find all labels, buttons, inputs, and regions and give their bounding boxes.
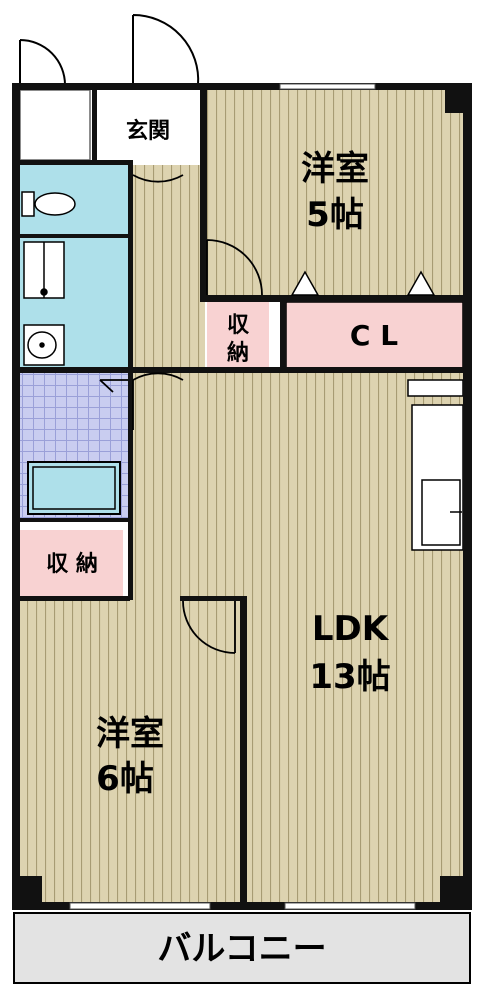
western-room-6-label: 洋室: [96, 714, 164, 754]
walls: [12, 83, 472, 910]
closet-area: [285, 301, 464, 369]
bathtub-inner: [32, 466, 116, 510]
entrance-label: 玄関: [126, 118, 170, 144]
entrance-floor: [92, 90, 205, 165]
balcony-area: [13, 912, 471, 984]
storage-left-label: 収 納: [46, 551, 98, 577]
ldk-size: 13帖: [309, 657, 390, 697]
windows: [69, 83, 416, 910]
ldk-label: LDK: [312, 609, 390, 649]
storage-left-area: [20, 530, 123, 598]
corridor-floor: [130, 165, 205, 370]
shower-icon: [23, 241, 65, 299]
storage-small-area: [207, 302, 269, 368]
western-room-6-size: 6帖: [96, 759, 154, 799]
closet-door-marks: [290, 270, 436, 296]
storage-small-label-top: 収: [227, 313, 250, 338]
exterior-doors: [19, 13, 200, 86]
toilet-icon: [21, 191, 76, 217]
genkan-box: [19, 89, 91, 161]
closet-label: C L: [350, 319, 398, 352]
storage-small-label-bottom: 納: [227, 340, 249, 366]
western-room-5-label: 洋室: [301, 149, 369, 189]
door-swings: [99, 174, 263, 654]
western-room-5-size: 5帖: [306, 195, 364, 235]
kitchen-top: [407, 379, 464, 397]
balcony-label: バルコニー: [157, 929, 326, 969]
washbasin-icon: [23, 324, 65, 366]
western-room-6-floor: [20, 600, 245, 902]
western-room-5-floor: [205, 90, 463, 295]
